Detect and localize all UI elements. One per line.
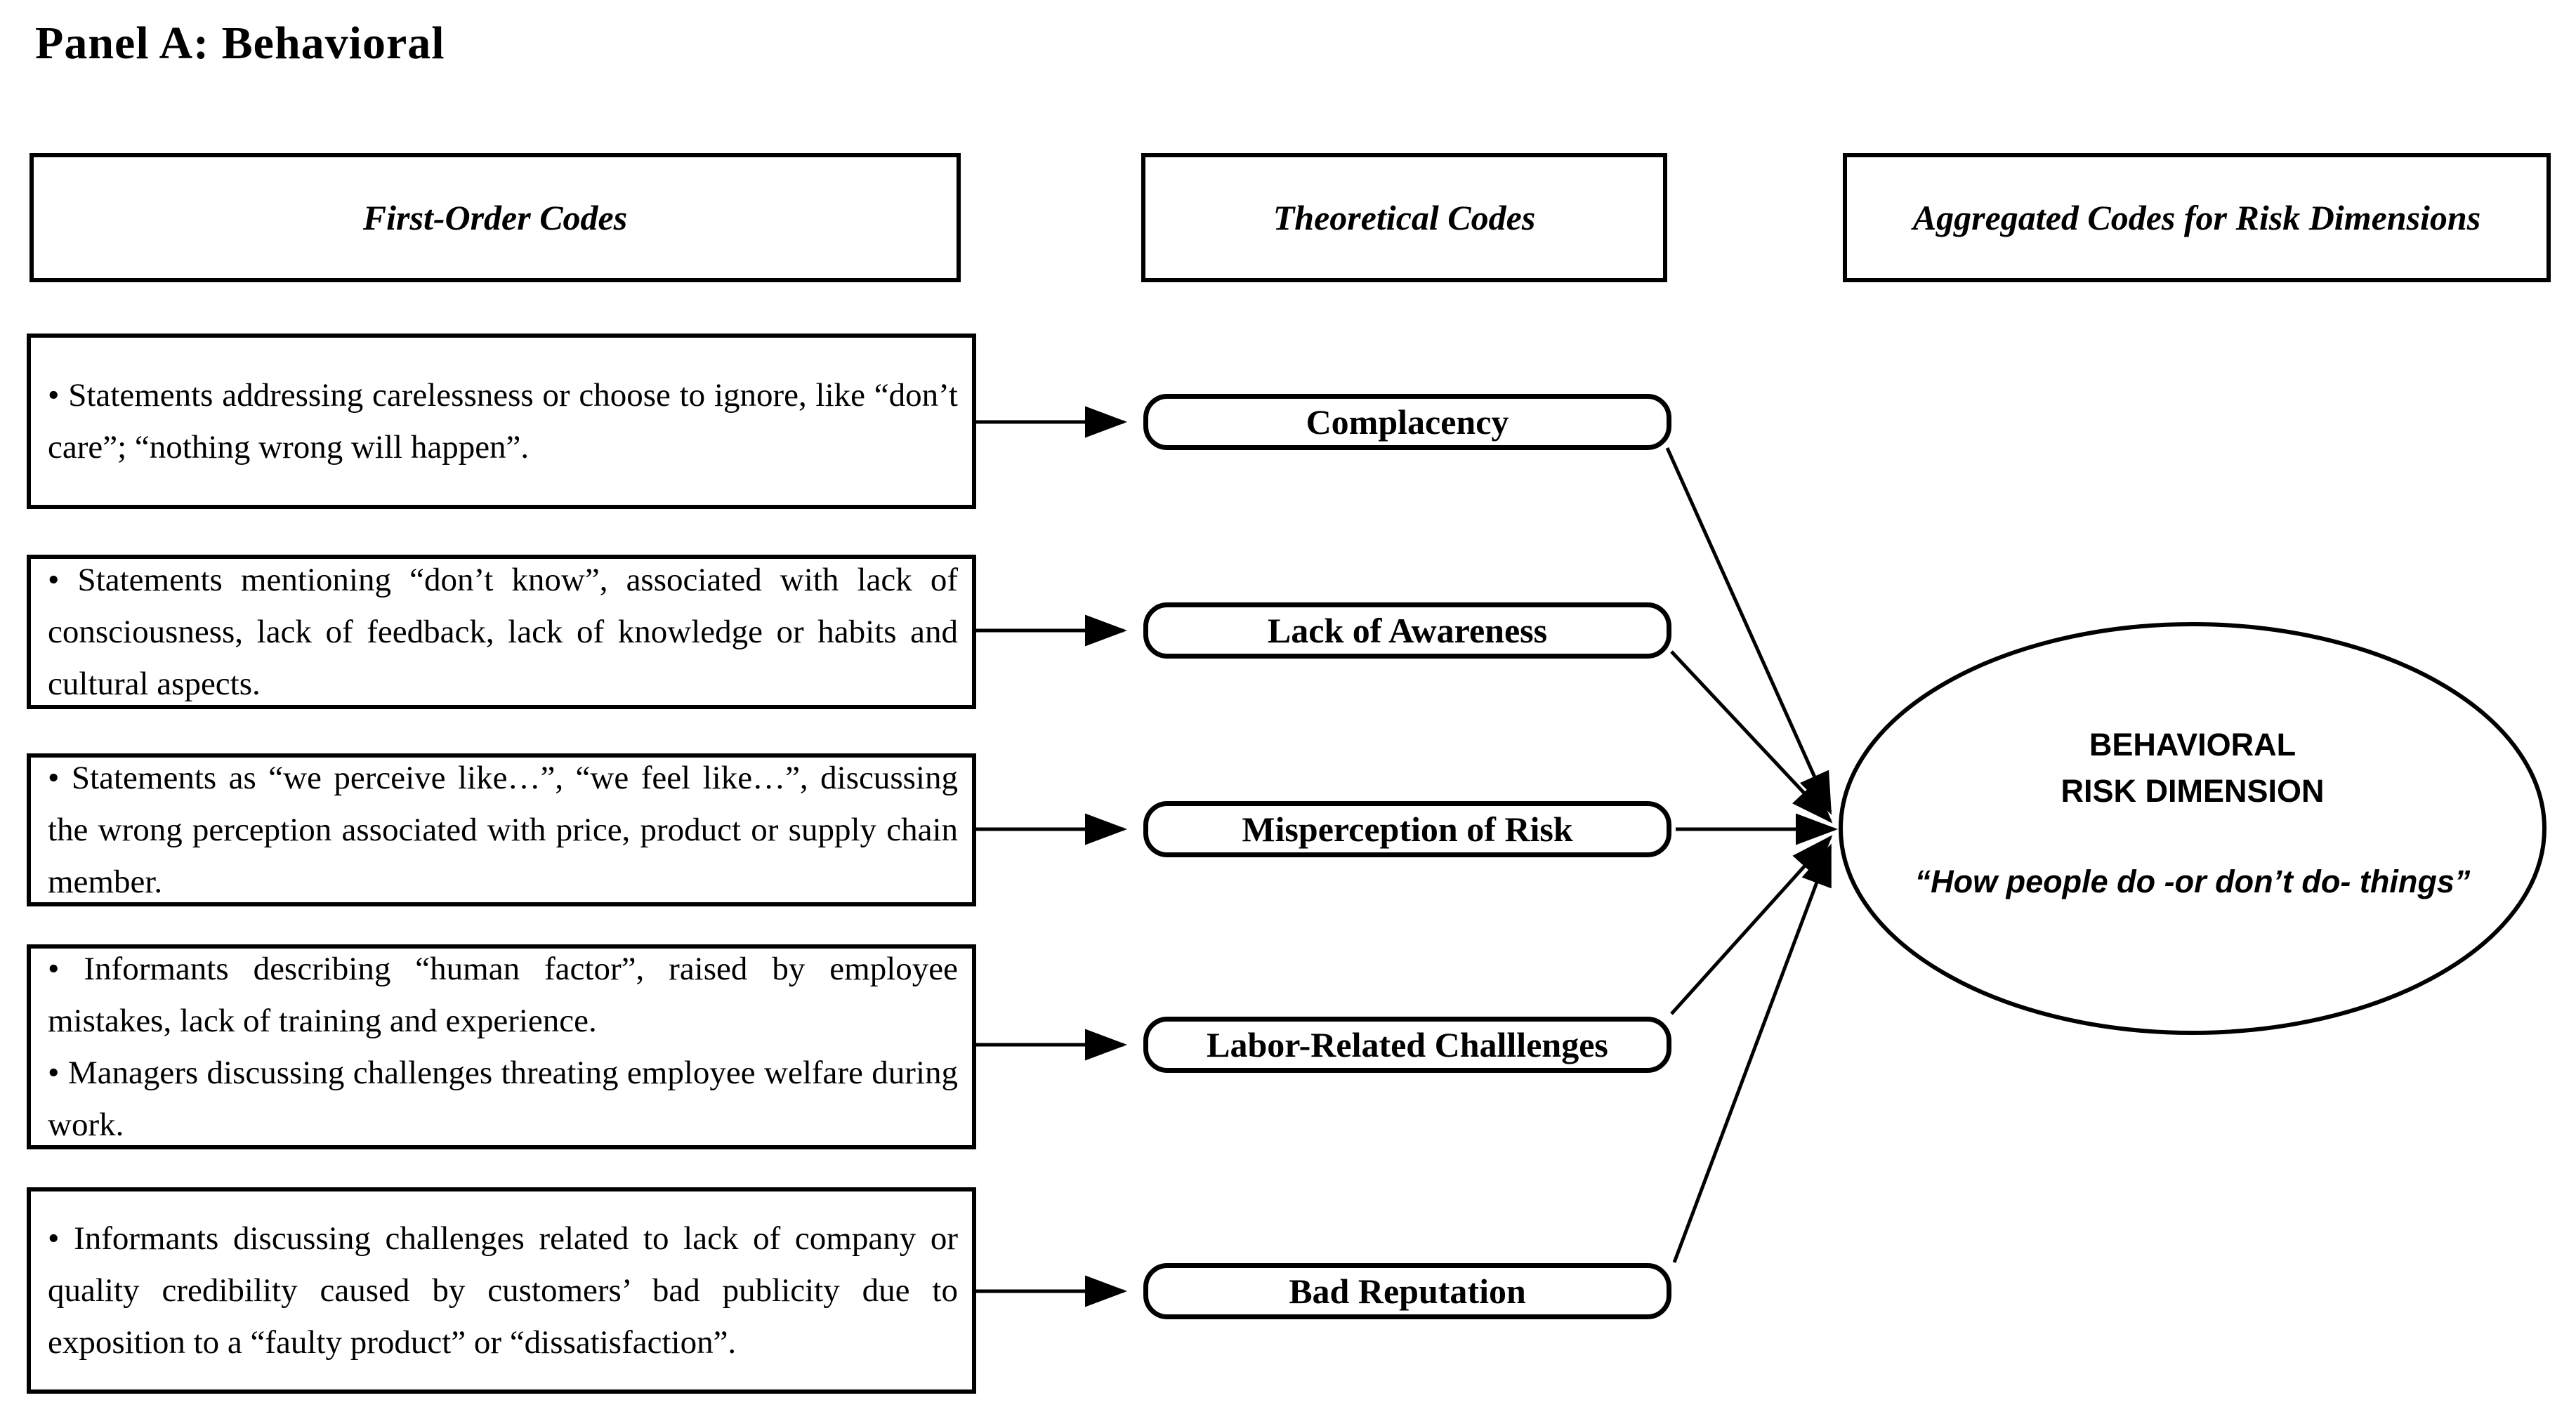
first-order-box-credibility: • Informants discussing challenges relat…	[27, 1187, 976, 1394]
connector-complacency-to-dimension	[1665, 447, 1832, 815]
column-header-label: First-Order Codes	[362, 198, 628, 237]
bullet-item: • Statements as “we perceive like…”, “we…	[48, 760, 958, 900]
theoretical-code-label: Labor-Related Challlenges	[1207, 1025, 1608, 1064]
column-header-first-order-codes: First-Order Codes	[29, 153, 961, 282]
first-order-box-carelessness: • Statements addressing carelessness or …	[27, 334, 976, 509]
bullet-item: • Informants describing “human factor”, …	[48, 951, 958, 1039]
risk-dimension-quote: “How people do -or don’t do- things”	[1914, 864, 2471, 899]
connector-lack-of-awareness-to-dimension	[1670, 650, 1833, 824]
bullet-item: • Managers discussing challenges threati…	[48, 1055, 958, 1143]
page-title: Panel A: Behavioral	[35, 18, 445, 69]
theoretical-code-label: Bad Reputation	[1289, 1272, 1526, 1311]
theoretical-code-box-bad-reputation: Bad Reputation	[1143, 1263, 1671, 1319]
first-order-box-human-factor: • Informants describing “human factor”, …	[27, 944, 976, 1149]
theoretical-code-box-lack-of-awareness: Lack of Awareness	[1143, 602, 1671, 659]
risk-dimension-title-line1: BEHAVIORAL	[2089, 727, 2296, 762]
column-header-label: Aggregated Codes for Risk Dimensions	[1912, 198, 2481, 237]
theoretical-code-box-labor-related-challenges: Labor-Related Challlenges	[1143, 1017, 1671, 1073]
theoretical-code-box-misperception-of-risk: Misperception of Risk	[1143, 801, 1671, 857]
connector-labor-related-to-dimension	[1670, 835, 1833, 1015]
behavioral-risk-dimension-ellipse	[1839, 622, 2547, 1035]
column-header-theoretical-codes: Theoretical Codes	[1141, 153, 1667, 282]
column-header-aggregated-codes: Aggregated Codes for Risk Dimensions	[1843, 153, 2551, 282]
bullet-item: • Statements addressing carelessness or …	[48, 377, 958, 466]
bullet-item: • Informants discussing challenges relat…	[48, 1220, 958, 1361]
theoretical-code-label: Lack of Awareness	[1267, 611, 1548, 650]
connector-bad-reputation-to-dimension	[1672, 843, 1832, 1263]
first-order-box-wrong-perception: • Statements as “we perceive like…”, “we…	[27, 753, 976, 906]
bullet-item: • Statements mentioning “don’t know”, as…	[48, 562, 958, 702]
theoretical-code-box-complacency: Complacency	[1143, 394, 1671, 450]
theoretical-code-label: Complacency	[1306, 402, 1509, 442]
theoretical-code-label: Misperception of Risk	[1242, 810, 1573, 849]
column-header-label: Theoretical Codes	[1273, 198, 1536, 237]
first-order-box-dont-know: • Statements mentioning “don’t know”, as…	[27, 555, 976, 709]
risk-dimension-title-line2: RISK DIMENSION	[2061, 773, 2325, 809]
risk-dimension-label: BEHAVIORAL RISK DIMENSION “How people do…	[1880, 722, 2505, 900]
